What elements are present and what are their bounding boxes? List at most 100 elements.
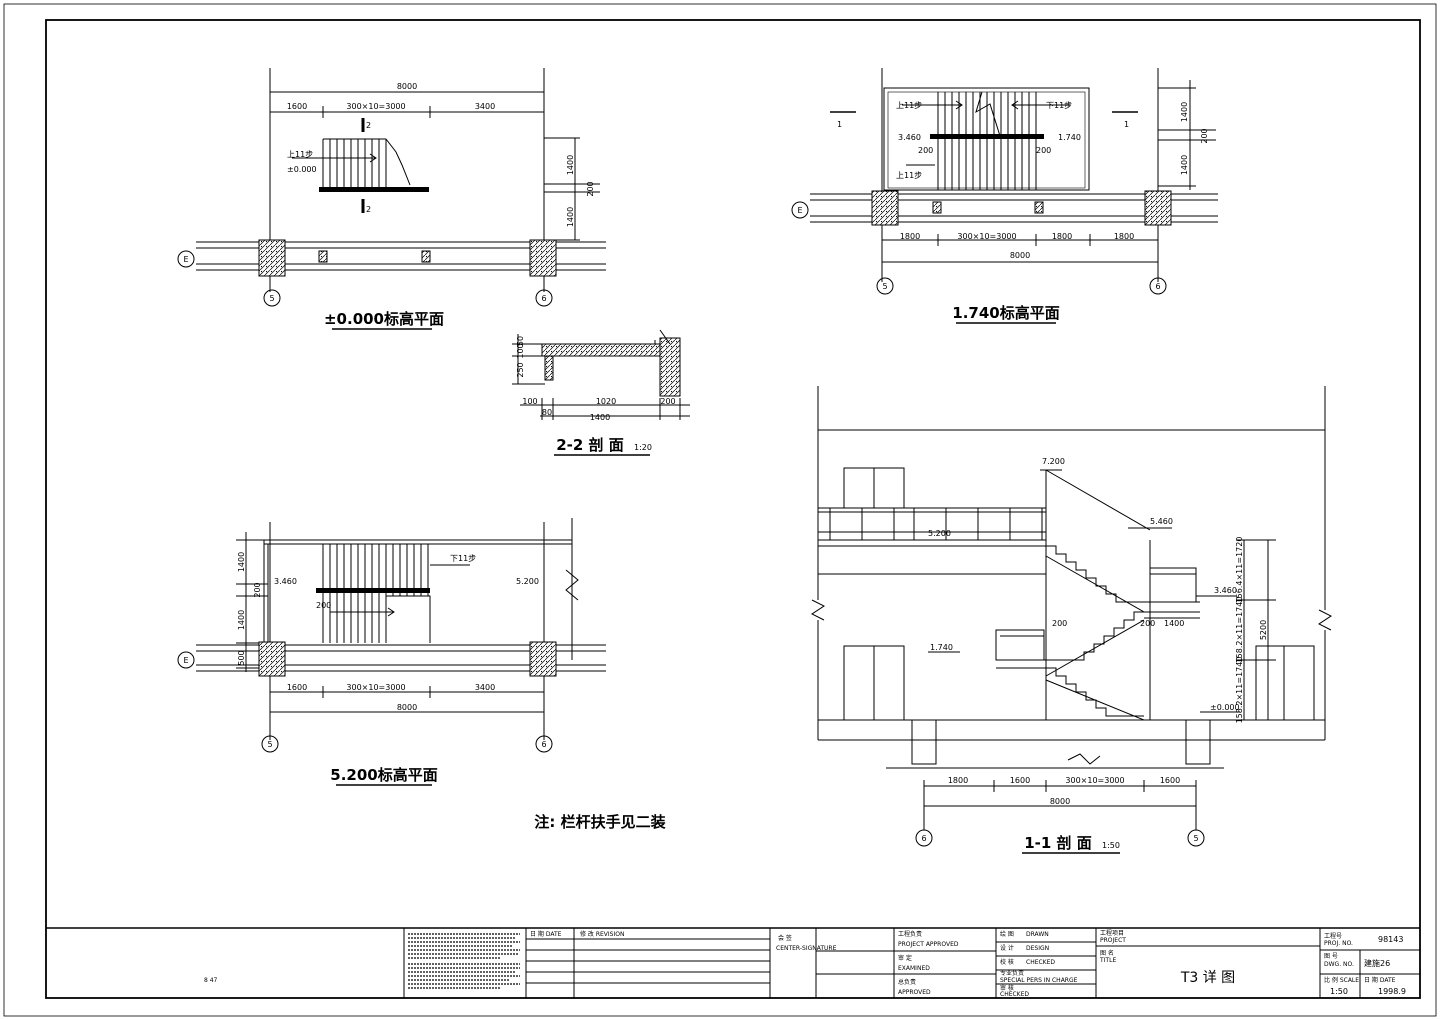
axis-6: 6 [921, 834, 926, 843]
drawing-name-label-en: TITLE [1099, 957, 1116, 964]
date-label-2: 日 期 DATE [1364, 976, 1396, 984]
level-5200: 5.200 [928, 529, 951, 538]
plan-1740: 上11步 下11步 3.460 1.740 200 200 上11步 1 1 1… [791, 68, 1218, 324]
label-down-2: 上11步 [896, 171, 922, 180]
chief-label: 总负责 [898, 978, 916, 986]
level-1740: 1.740 [930, 643, 953, 652]
section-1-1: 5.200 7.200 5.460 3.460 200 200 1400 [811, 386, 1332, 854]
dim-overall: 8000 [397, 703, 417, 712]
plan-5200: 下11步 3.460 5.200 200 1400 200 1400 500 E… [177, 518, 606, 786]
scale-value: 1:50 [1330, 987, 1348, 996]
level-a: 3.460 [898, 133, 921, 142]
job-number: 98143 [1378, 935, 1403, 944]
dim-r3: 158.2×11=1740 [1235, 657, 1244, 724]
dim-d2: 1020 [596, 397, 616, 406]
label-up: 上11步 [287, 150, 313, 159]
level-0000: ±0.000 [1210, 703, 1240, 712]
dim-r2: 158.2×11=1740 [1235, 597, 1244, 664]
dim-w1: 200 [918, 146, 933, 155]
stair-landing-edge [316, 588, 430, 593]
review-label: 审 核 [1000, 984, 1014, 992]
dim-overall: 8000 [1050, 797, 1070, 806]
dim-w2: 200 [1140, 619, 1155, 628]
plan-title: 5.200标高平面 [330, 766, 437, 784]
design-label: 设 计 [1000, 944, 1014, 952]
dim-seg1: 1600 [287, 683, 307, 692]
dim-h3: 250 [516, 362, 525, 377]
dim-w2: 200 [1036, 146, 1051, 155]
dim-seg2: 300×10=3000 [346, 683, 405, 692]
dim-v3: 1400 [1180, 155, 1189, 175]
stair-landing-edge [319, 187, 429, 192]
axis-e: E [183, 656, 188, 665]
label-up: 上11步 [896, 101, 922, 110]
dim-seg3: 300×10=3000 [1065, 776, 1124, 785]
dim-w1: 200 [1052, 619, 1067, 628]
left-mark: 8 47 [204, 977, 218, 984]
dim-d5: 1400 [590, 413, 610, 422]
dim-v3: 1400 [237, 610, 246, 630]
dim-seg1: 1800 [900, 232, 920, 241]
dim-r4: 5200 [1259, 620, 1268, 640]
dwg-number: 建施26 [1364, 958, 1390, 968]
dim-d4: 80 [542, 408, 552, 417]
sheet-outer-border [3, 3, 1437, 1017]
dim-v4: 500 [237, 650, 246, 665]
drawing-title: T3 详 图 [1180, 970, 1235, 986]
dim-seg2: 1600 [1010, 776, 1030, 785]
axis-6: 6 [541, 740, 546, 749]
dim-v3: 1400 [566, 207, 575, 227]
dim-seg3: 1800 [1052, 232, 1072, 241]
disclaimer-text [408, 933, 520, 989]
column-5 [258, 239, 286, 277]
column-6 [529, 239, 557, 277]
dim-seg4: 1800 [1114, 232, 1134, 241]
level-a: 3.460 [274, 577, 297, 586]
column-6 [1144, 190, 1172, 226]
dim-h1: 50 [516, 336, 525, 346]
column-5 [258, 641, 286, 677]
dim-w1: 200 [316, 601, 331, 610]
scale-label: 比 例 SCALE [1324, 976, 1359, 984]
level-5460: 5.460 [1150, 517, 1173, 526]
check-label-en: CHECKED [1026, 959, 1055, 966]
dim-overall: 8000 [397, 82, 417, 91]
section-title: 1-1 剖 面 [1024, 834, 1092, 852]
date-label: 日 期 DATE [530, 930, 562, 938]
sign-label-en: CENTER-SIGNATURE [776, 945, 837, 952]
label-down: 下11步 [450, 554, 476, 563]
section-mark-top: 2 [366, 121, 371, 130]
dwg-label: 图 号 [1324, 953, 1338, 960]
spec-label-en: SPECIAL PERS IN CHARGE [1000, 977, 1078, 984]
dim-v2: 200 [1200, 128, 1209, 143]
dim-v2: 200 [586, 181, 595, 196]
dim-d1: 100 [522, 397, 537, 406]
section-mark-left: 1 [837, 120, 842, 129]
section-scale: 1:50 [1102, 841, 1120, 850]
level-7200: 7.200 [1042, 457, 1065, 466]
axis-6: 6 [541, 294, 546, 303]
axis-5: 5 [267, 740, 272, 749]
sheet-inner-border [45, 19, 1421, 999]
dim-v1: 1400 [237, 552, 246, 572]
job-label: 工程号 [1324, 932, 1342, 940]
dim-seg2: 300×10=3000 [346, 102, 405, 111]
dim-r1: 156.4×11=1720 [1235, 537, 1244, 604]
dim-h2: 100 [516, 343, 525, 358]
stair-treads [322, 138, 411, 189]
axis-5: 5 [882, 282, 887, 291]
sign-label: 会 签 [778, 934, 792, 942]
level-3460: 3.460 [1214, 586, 1237, 595]
section-2-2: 50 100 250 100 1020 200 80 1400 2-2 剖 面 … [512, 329, 690, 456]
exam-label: 审 定 [898, 954, 912, 962]
spec-label: 专业负责 [1000, 969, 1024, 977]
chief-label-en: APPROVED [898, 989, 931, 996]
section-mark-right: 1 [1124, 120, 1129, 129]
project-label-en: PROJECT [1100, 937, 1126, 944]
rev-label: 修 改 REVISION [580, 930, 624, 938]
label-down: 下11步 [1046, 101, 1072, 110]
plan-0000: 8000 1600 300×10=3000 3400 2 2 上11步 ±0.0… [177, 68, 606, 330]
job-label-en: PROJ. NO. [1324, 940, 1353, 947]
review-label-en: CHECKED [1000, 991, 1029, 998]
dim-seg1: 1800 [948, 776, 968, 785]
